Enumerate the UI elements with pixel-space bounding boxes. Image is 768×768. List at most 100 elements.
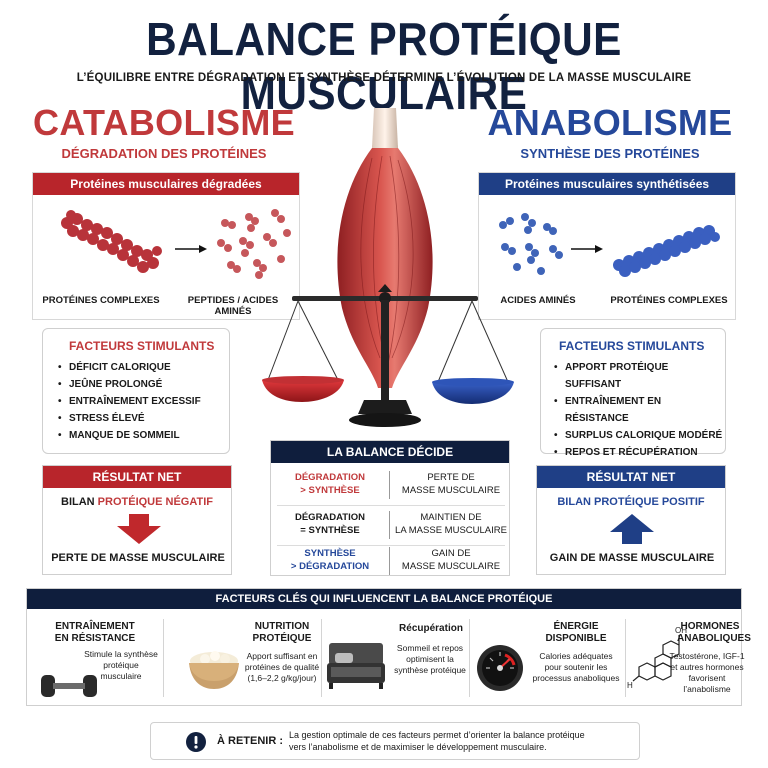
page-subtitle: L’ÉQUILIBRE ENTRE DÉGRADATION ET SYNTHÈS… — [76, 72, 692, 84]
decision-row: DÉGRADATION> SYNTHÈSE PERTE DE MASSE MUSC… — [271, 467, 511, 503]
decision-condition-line: DÉGRADATION — [294, 472, 366, 483]
decision-outcome-line: PERTE DE — [427, 472, 475, 483]
catabolism-title: CATABOLISME — [33, 102, 295, 143]
key-factor-desc-line: protéines de qualité — [244, 662, 320, 672]
svg-text:H: H — [627, 681, 633, 690]
synthesized-proteins-panel: Protéines musculaires synthétisées ACIDE… — [478, 172, 736, 320]
synthesized-proteins-band: Protéines musculaires synthétisées — [479, 173, 735, 195]
decision-separator — [389, 471, 390, 499]
decision-outcome-line: GAIN DE — [431, 548, 471, 559]
anabolism-factors-box: FACTEURS STIMULANTS APPORT PROTÉIQUE SUF… — [540, 328, 726, 478]
decision-separator — [389, 547, 390, 575]
gauge-icon — [477, 645, 523, 691]
decision-outcome-line: MAINTIEN DE — [420, 512, 482, 523]
catabolism-result-highlight: PROTÉIQUE NÉGATIF — [97, 496, 213, 508]
key-factor-desc: Calories adéquates pour soutenir les pro… — [529, 651, 623, 684]
anabolism-title: ANABOLISME — [487, 102, 733, 143]
degraded-proteins-band: Protéines musculaires dégradées — [33, 173, 299, 195]
anabolism-result-box: RÉSULTAT NET BILAN PROTÉIQUE POSITIF GAI… — [536, 465, 726, 575]
decision-condition: DÉGRADATION> SYNTHÈSE — [271, 471, 389, 497]
key-factor-divider — [163, 619, 164, 697]
decision-condition-line: > DÉGRADATION — [290, 561, 370, 572]
key-factor-resistance: ENTRAÎNEMENT EN RÉSISTANCE Stimule la sy… — [31, 611, 159, 705]
decision-outcome-line: MASSE MUSCULAIRE — [401, 561, 501, 572]
key-factor-title: ANABOLIQUES — [677, 633, 751, 644]
catabolism-factor-item: ENTRAÎNEMENT EXCESSIF — [58, 393, 229, 410]
catabolism-factor-item: JEÛNE PROLONGÉ — [58, 376, 229, 393]
takeaway-text: La gestion optimale de ces facteurs perm… — [289, 729, 635, 753]
decision-row: SYNTHÈSE > DÉGRADATION GAIN DE MASSE MUSCU… — [271, 541, 511, 577]
key-factor-desc-line: processus anaboliques — [532, 673, 620, 683]
decision-outcome: PERTE DE MASSE MUSCULAIRE — [391, 471, 511, 497]
decision-divider — [277, 505, 505, 506]
decision-outcome-line: MASSE MUSCULAIRE — [401, 485, 501, 496]
page-title: BALANCE PROTÉIQUE MUSCULAIRE — [146, 13, 622, 119]
key-factor-desc-line: pour soutenir les — [544, 662, 608, 672]
anabolism-result-outcome: GAIN DE MASSE MUSCULAIRE — [549, 552, 715, 564]
protein-synthesis-icon — [499, 213, 720, 277]
anabolism-factor-item: APPORT PROTÉIQUE SUFFISANT — [554, 359, 725, 393]
decision-condition: DÉGRADATION= SYNTHÈSE — [271, 511, 389, 537]
protein-bowl-icon — [189, 651, 239, 689]
takeaway-line: vers l’anabolisme et de maximiser le dév… — [289, 742, 547, 752]
key-factor-desc-line: (1,6–2,2 g/kg/jour) — [247, 673, 317, 683]
key-factor-divider — [321, 619, 322, 697]
exclamation-icon — [186, 732, 206, 752]
takeaway-box: À RETENIR : La gestion optimale de ces f… — [150, 722, 640, 760]
anabolism-factors-title: FACTEURS STIMULANTS — [559, 339, 705, 353]
key-factor-title: NUTRITION — [254, 621, 310, 632]
anabolism-subtitle: SYNTHÈSE DES PROTÉINES — [520, 146, 700, 161]
key-factor-desc-line: synthèse protéique — [394, 665, 466, 675]
key-factor-desc: Sommeil et repos optimisent la synthèse … — [389, 643, 471, 676]
key-factor-title: EN RÉSISTANCE — [54, 633, 136, 644]
key-factor-desc: Stimule la synthèse protéique musculaire — [83, 649, 159, 682]
catabolism-factor-item: STRESS ÉLEVÉ — [58, 410, 229, 427]
catabolism-result-text: BILAN PROTÉIQUE NÉGATIF — [43, 496, 231, 508]
mol-label-amino-acids: ACIDES AMINÉS — [500, 295, 576, 306]
key-factor-desc: Apport suffisant en protéines de qualité… — [243, 651, 321, 684]
anabolism-factor-item: REPOS ET RÉCUPÉRATION — [554, 444, 725, 461]
bed-icon — [327, 643, 385, 689]
key-factor-hormones: OH H HORMONES ANABOLIQUES Testostérone, … — [627, 611, 751, 705]
key-factor-nutrition: NUTRITION PROTÉIQUE Apport suffisant en … — [167, 611, 319, 705]
takeaway-label: À RETENIR : — [217, 735, 283, 747]
key-factor-desc-line: favorisent l’anabolisme — [683, 673, 731, 694]
catabolism-result-prefix: BILAN — [61, 496, 98, 508]
key-factor-title: ÉNERGIE — [553, 621, 599, 632]
key-factor-desc-line: Calories adéquates — [539, 651, 613, 661]
anabolism-result-text: BILAN PROTÉIQUE POSITIF — [557, 496, 705, 508]
mol-label-peptides: PEPTIDES / ACIDES AMINÉS — [187, 295, 279, 317]
key-factor-title: PROTÉIQUE — [252, 633, 312, 644]
key-factor-title: Récupération — [399, 623, 463, 634]
key-factor-desc-line: Sommeil et repos — [396, 643, 464, 653]
key-factor-text: ÉNERGIE DISPONIBLE — [531, 621, 621, 645]
muscle-scale-illustration — [262, 108, 514, 427]
protein-degradation-icon — [61, 209, 291, 279]
key-factors-title: FACTEURS CLÉS QUI INFLUENCENT LA BALANCE… — [27, 589, 741, 609]
balance-decision-title: LA BALANCE DÉCIDE — [271, 441, 509, 463]
takeaway-line: La gestion optimale de ces facteurs perm… — [289, 730, 585, 740]
balance-decision-table: LA BALANCE DÉCIDE DÉGRADATION> SYNTHÈSE … — [270, 440, 510, 576]
decision-divider — [277, 545, 505, 546]
anabolism-factor-item: ENTRAÎNEMENT EN RÉSISTANCE — [554, 393, 725, 427]
key-factor-desc-line: et autres hormones — [670, 662, 744, 672]
arrow-up-icon — [610, 514, 654, 544]
catabolism-result-band: RÉSULTAT NET — [43, 466, 231, 488]
mol-label-complex: PROTÉINES COMPLEXES — [42, 295, 160, 306]
key-factor-text: HORMONES ANABOLIQUES — [677, 621, 751, 645]
decision-condition: SYNTHÈSE > DÉGRADATION — [271, 547, 389, 573]
decision-separator — [389, 511, 390, 539]
key-factor-desc-line: Apport suffisant en — [246, 651, 318, 661]
key-factor-recovery: Récupération Sommeil et repos optimisent… — [325, 611, 466, 705]
catabolism-factors-box: FACTEURS STIMULANTS DÉFICIT CALORIQUE JE… — [42, 328, 230, 454]
key-factor-text: Récupération — [393, 623, 469, 635]
catabolism-factor-item: DÉFICIT CALORIQUE — [58, 359, 229, 376]
key-factor-title: HORMONES — [680, 621, 740, 632]
key-factor-desc-line: Stimule la synthèse — [84, 649, 158, 659]
catabolism-result-outcome: PERTE DE MASSE MUSCULAIRE — [51, 552, 225, 564]
dumbbell-icon — [41, 675, 97, 697]
decision-condition-line: SYNTHÈSE — [304, 548, 356, 559]
anabolism-factor-item: SURPLUS CALORIQUE MODÉRÉ — [554, 427, 725, 444]
